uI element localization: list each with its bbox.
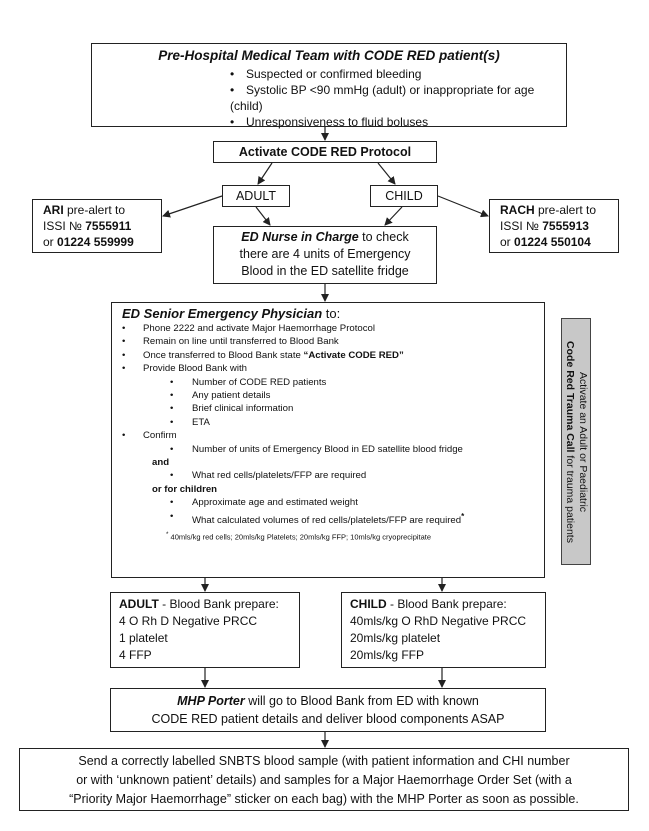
mhp-porter-box: MHP Porter will go to Blood Bank from ED… [110, 688, 546, 732]
arrow-child-to-rach [437, 195, 489, 218]
footnote: * 40mls/kg red cells; 20mls/kg Platelets… [122, 531, 544, 542]
adult-prep-item: 1 platelet [119, 631, 168, 645]
sub-item: •Number of CODE RED patients [170, 376, 327, 388]
ari-issi-label: ISSI № [43, 219, 86, 233]
sample-text-1: Send a correctly labelled SNBTS blood sa… [78, 754, 570, 768]
step-item: •Provide Blood Bank with [122, 363, 247, 375]
arrow-activate-to-adult [257, 162, 273, 185]
nurse-text-2: there are 4 units of Emergency [239, 247, 411, 261]
physician-steps: •Phone 2222 and activate Major Haemorrha… [122, 322, 544, 527]
child-prep-item: 20mls/kg FFP [350, 648, 425, 662]
child-prep-title: CHILD [350, 597, 387, 611]
rach-pre-alert-text: pre-alert to [534, 203, 597, 217]
arrow-child-to-nurse [384, 206, 403, 226]
ari-issi-number: 7555911 [85, 219, 132, 233]
step-text: Once transferred to Blood Bank state [143, 349, 304, 361]
child-prep-item: 20mls/kg platelet [350, 631, 441, 645]
nurse-text-1: to check [358, 230, 409, 244]
adult-prep-title: ADULT [119, 597, 159, 611]
sub-item: •Brief clinical information [170, 403, 294, 415]
sub-text: Number of CODE RED patients [192, 376, 327, 388]
sub-item: •What calculated volumes of red cells/pl… [170, 510, 465, 526]
physician-title-suffix: to: [322, 306, 341, 321]
or-for-children-label: or for children [152, 483, 218, 495]
step-text-bold: “Activate CODE RED” [303, 349, 404, 361]
ari-pre-alert-box: ARI pre-alert to ISSI № 7555911 or 01224… [32, 199, 162, 253]
adult-blood-bank-box: ADULT - Blood Bank prepare: 4 O Rh D Neg… [110, 592, 300, 668]
criteria-item: Unresponsiveness to fluid boluses [230, 114, 566, 130]
porter-title: MHP Porter [177, 694, 245, 708]
sub-item: •ETA [170, 416, 210, 428]
criteria-item: Suspected or confirmed bleeding [230, 66, 566, 82]
trauma-call-line1: Activate an Adult or Paediatric [577, 371, 589, 512]
pre-hospital-team-box: Pre-Hospital Medical Team with CODE RED … [91, 43, 567, 130]
trauma-call-rest: for trauma patients [564, 451, 576, 543]
sub-text: ETA [192, 416, 210, 428]
step-item: •Confirm [122, 430, 177, 442]
sub-item: •What red cells/platelets/FFP are requir… [170, 470, 367, 482]
adult-prep-item: 4 FFP [119, 648, 152, 662]
step-item: •Remain on line until transferred to Blo… [122, 336, 339, 348]
adult-box: ADULT [222, 185, 290, 207]
blood-sample-box: Send a correctly labelled SNBTS blood sa… [19, 748, 629, 811]
rach-issi-label: ISSI № [500, 219, 543, 233]
rach-phone: 01224 550104 [514, 235, 591, 249]
sub-item: •Number of units of Emergency Blood in E… [170, 443, 463, 455]
footnote-text: 40mls/kg red cells; 20mls/kg Platelets; … [170, 532, 432, 542]
child-box: CHILD [370, 185, 438, 207]
rach-name: RACH [500, 203, 535, 217]
trauma-call-side-box: Activate an Adult or Paediatric Code Red… [561, 318, 591, 565]
arrow-adult-to-nurse [255, 206, 271, 226]
and-label: and [152, 457, 170, 469]
step-item: •Once transferred to Blood Bank state “A… [122, 349, 404, 361]
adult-prep-title-rest: - Blood Bank prepare: [158, 597, 279, 611]
step-text: Provide Blood Bank with [143, 363, 247, 375]
sub-item: •Approximate age and estimated weight [170, 497, 358, 509]
adult-prep-item: 4 O Rh D Negative PRCC [119, 614, 258, 628]
sub-text: Number of units of Emergency Blood in ED… [192, 443, 463, 455]
ari-phone: 01224 559999 [57, 235, 134, 249]
ari-or: or [43, 235, 58, 249]
sub-text: Approximate age and estimated weight [192, 497, 358, 509]
step-item: •Phone 2222 and activate Major Haemorrha… [122, 323, 375, 334]
child-prep-title-rest: - Blood Bank prepare: [386, 597, 507, 611]
activate-code-red-box: Activate CODE RED Protocol [213, 141, 437, 163]
sub-text: What red cells/platelets/FFP are require… [192, 470, 367, 482]
rach-pre-alert-box: RACH pre-alert to ISSI № 7555913 or 0122… [489, 199, 619, 253]
sub-text: Any patient details [192, 390, 271, 402]
sample-text-2: or with ‘unknown patient’ details) and s… [76, 773, 572, 787]
sub-text: What calculated volumes of red cells/pla… [192, 514, 462, 526]
step-text: Remain on line until transferred to Bloo… [143, 336, 339, 348]
sub-item: •Any patient details [170, 390, 271, 402]
sample-text-3: “Priority Major Haemorrhage” sticker on … [69, 792, 579, 806]
pre-hospital-title: Pre-Hospital Medical Team with CODE RED … [158, 48, 500, 63]
sub-text: Brief clinical information [192, 403, 294, 415]
criteria-list: Suspected or confirmed bleeding Systolic… [230, 66, 566, 130]
nurse-text-3: Blood in the ED satellite fridge [241, 264, 409, 278]
child-prep-item: 40mls/kg O RhD Negative PRCC [350, 614, 527, 628]
ari-name: ARI [43, 203, 64, 217]
arrow-activate-to-child [377, 162, 396, 185]
arrow-adult-to-ari [162, 195, 223, 218]
trauma-call-text: Activate an Adult or Paediatric Code Red… [563, 323, 589, 561]
step-text: Phone 2222 and activate Major Haemorrhag… [143, 323, 375, 334]
criteria-item: Systolic BP <90 mmHg (adult) or inapprop… [230, 82, 566, 114]
rach-issi-number: 7555913 [542, 219, 589, 233]
porter-text-2: CODE RED patient details and deliver blo… [151, 712, 505, 726]
nurse-title: ED Nurse in Charge [241, 230, 359, 244]
ari-pre-alert-text: pre-alert to [63, 203, 126, 217]
porter-text-1: will go to Blood Bank from ED with known [244, 694, 479, 708]
physician-title: ED Senior Emergency Physician [122, 306, 323, 321]
footnote-asterisk: * [166, 531, 169, 539]
ed-physician-box: ED Senior Emergency Physician to: •Phone… [111, 302, 545, 578]
ed-nurse-box: ED Nurse in Charge to check there are 4 … [213, 226, 437, 284]
rach-or: or [500, 235, 515, 249]
footnote-marker: * [461, 511, 465, 521]
trauma-call-bold: Code Red Trauma Call [564, 340, 576, 452]
step-text: Confirm [143, 430, 177, 442]
child-blood-bank-box: CHILD - Blood Bank prepare: 40mls/kg O R… [341, 592, 546, 668]
